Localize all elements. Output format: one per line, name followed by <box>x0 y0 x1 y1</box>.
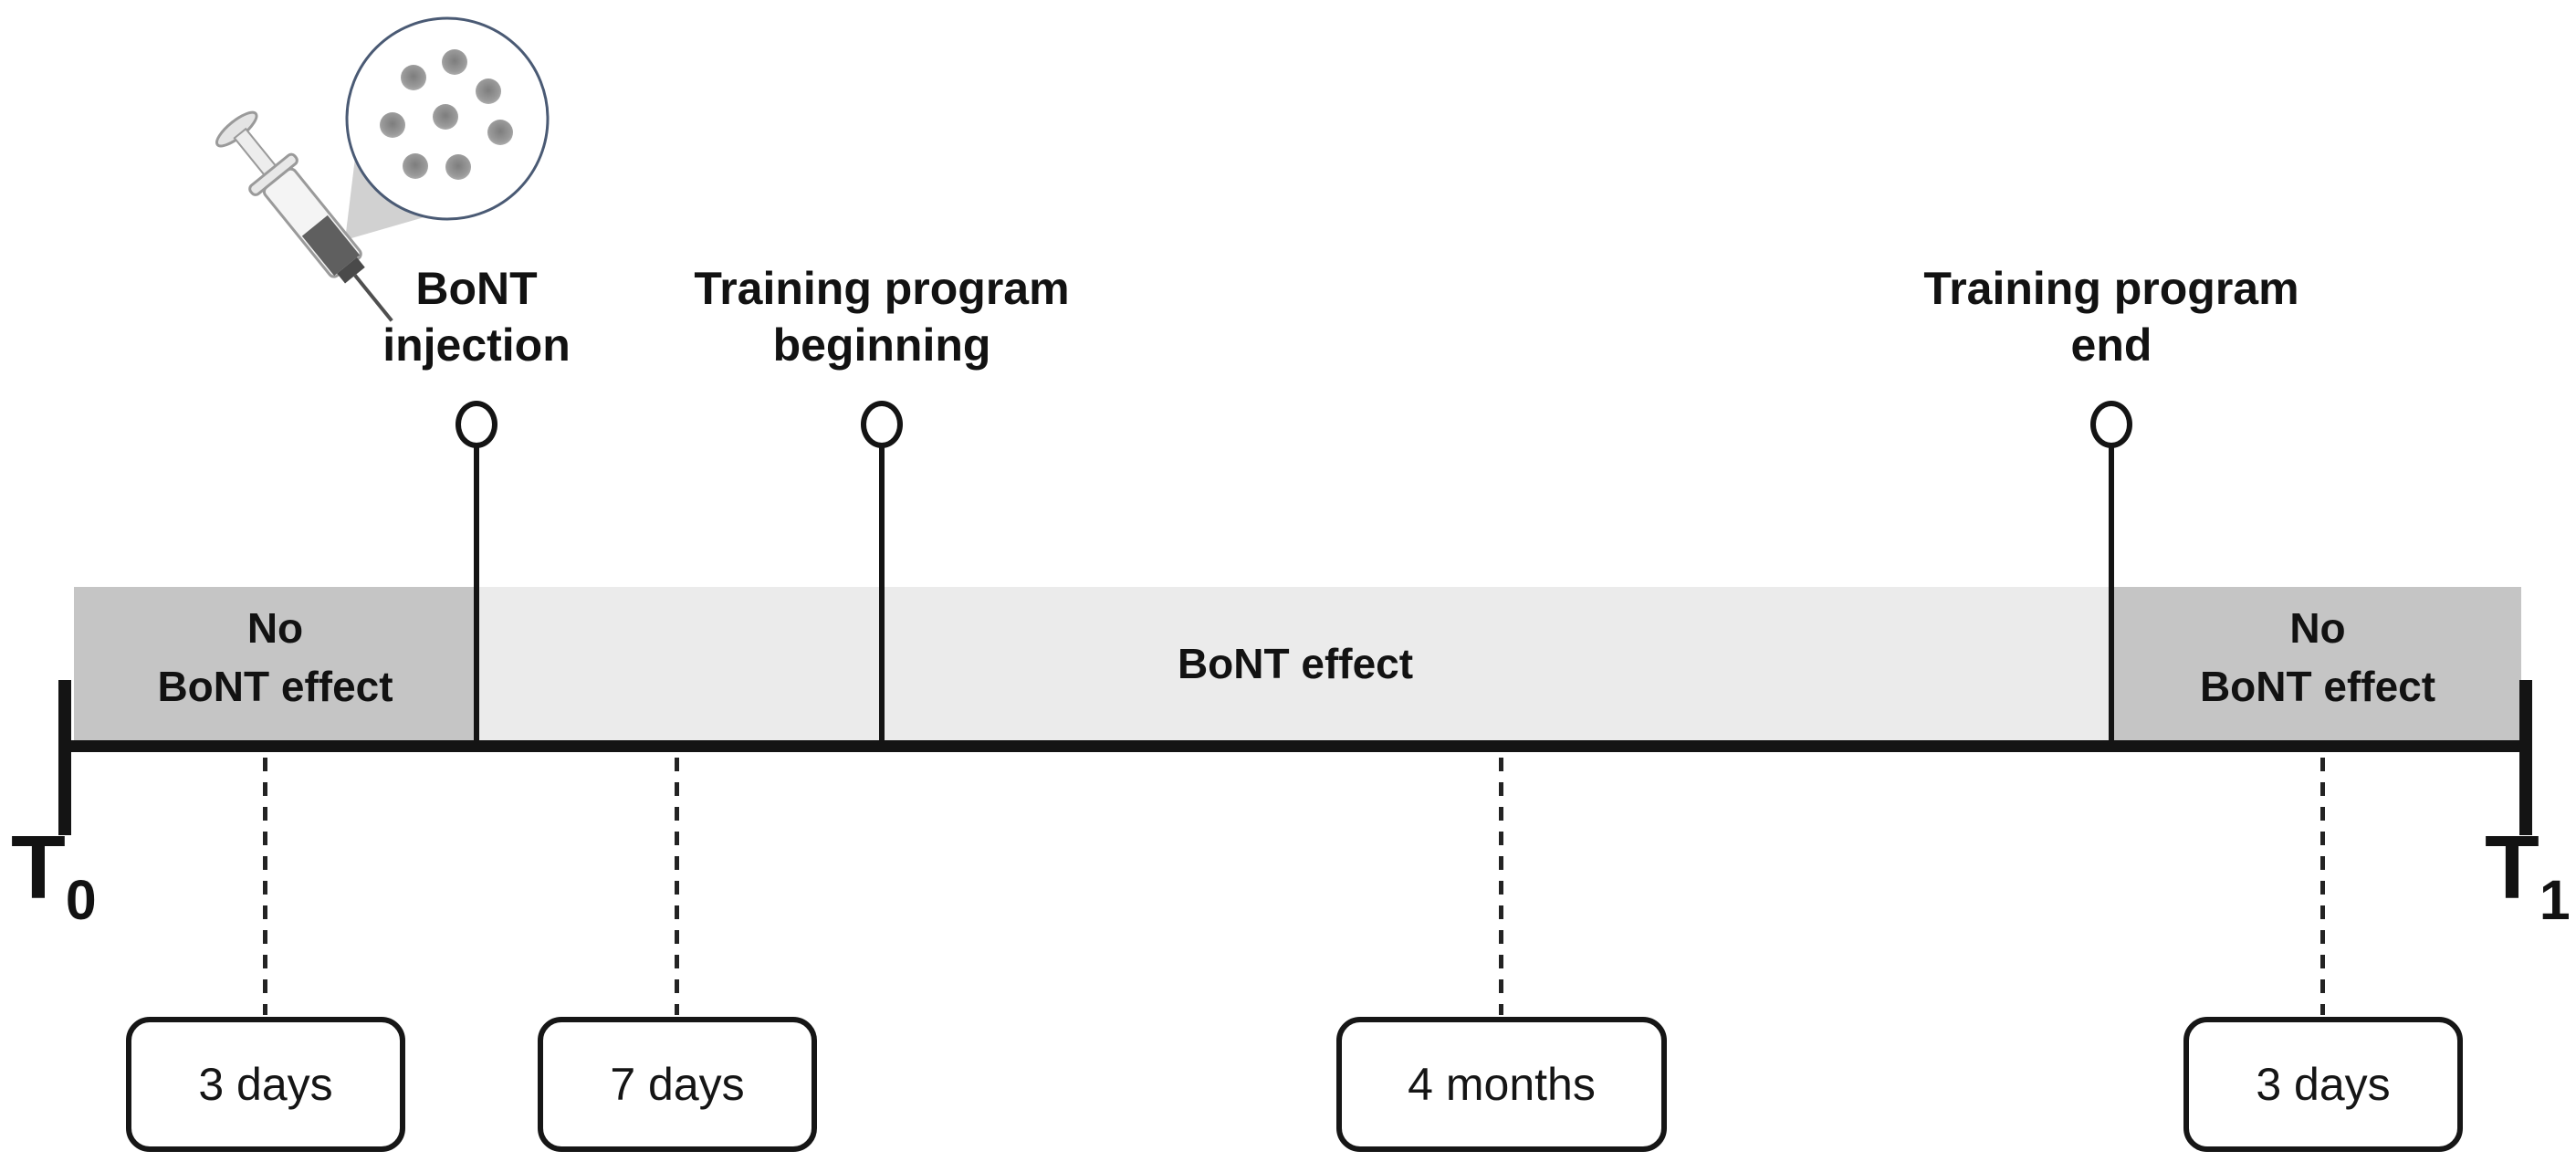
t1-base: T <box>2485 817 2539 917</box>
duration-box-4: 3 days <box>2183 1017 2463 1152</box>
leader-interval-3 <box>1499 758 1503 1015</box>
timeline-baseline <box>62 740 2532 752</box>
leader-interval-2 <box>675 758 679 1015</box>
duration-label: 3 days <box>2256 1059 2391 1110</box>
timeline-segment-no-effect-left <box>74 587 476 740</box>
event-label-line2: end <box>2070 319 2152 371</box>
leader-interval-4 <box>2320 758 2325 1015</box>
segment-label-line1: BoNT effect <box>1177 640 1414 687</box>
pin-circle-training-end <box>2090 401 2132 448</box>
segment-label-no-effect-right: No BoNT effect <box>2114 599 2521 716</box>
t0-tick <box>58 680 71 835</box>
pin-stem-training-end <box>2109 439 2114 747</box>
segment-label-bont-effect: BoNT effect <box>476 634 2114 693</box>
segment-label-line1: No <box>246 604 304 652</box>
duration-label: 7 days <box>610 1059 745 1110</box>
event-label-line1: Training program <box>1923 263 2299 314</box>
segment-label-no-effect-left: No BoNT effect <box>74 599 476 716</box>
event-label-line2: injection <box>382 319 571 371</box>
pin-stem-training-begin <box>879 439 885 747</box>
event-label-bont-injection: BoNT injection <box>248 260 705 373</box>
event-label-training-end: Training program end <box>1883 260 2340 373</box>
timeline-segment-no-effect-right <box>2114 587 2521 740</box>
duration-box-1: 3 days <box>126 1017 405 1152</box>
leader-interval-1 <box>263 758 267 1015</box>
t1-subscript: 1 <box>2539 869 2571 932</box>
duration-label: 3 days <box>198 1059 333 1110</box>
pin-circle-bont-injection <box>456 401 497 448</box>
segment-label-line2: BoNT effect <box>157 663 393 710</box>
pin-circle-training-begin <box>861 401 903 448</box>
event-label-line2: beginning <box>772 319 991 371</box>
t1-label: T1 <box>2485 821 2571 946</box>
event-label-training-begin: Training program beginning <box>654 260 1110 373</box>
t1-tick <box>2519 680 2532 835</box>
segment-label-line2: BoNT effect <box>2199 663 2436 710</box>
toxin-dots-icon <box>380 49 513 180</box>
event-label-line1: BoNT <box>415 263 538 314</box>
syringe-icon <box>215 16 550 322</box>
segment-label-line1: No <box>2289 604 2346 652</box>
duration-box-2: 7 days <box>538 1017 817 1152</box>
syringe-body <box>215 110 393 322</box>
pin-stem-bont-injection <box>474 439 479 747</box>
t0-label: T0 <box>11 821 97 946</box>
event-label-line1: Training program <box>694 263 1070 314</box>
t0-base: T <box>11 817 66 917</box>
duration-box-3: 4 months <box>1336 1017 1667 1152</box>
t0-subscript: 0 <box>65 869 97 932</box>
duration-label: 4 months <box>1408 1059 1596 1110</box>
